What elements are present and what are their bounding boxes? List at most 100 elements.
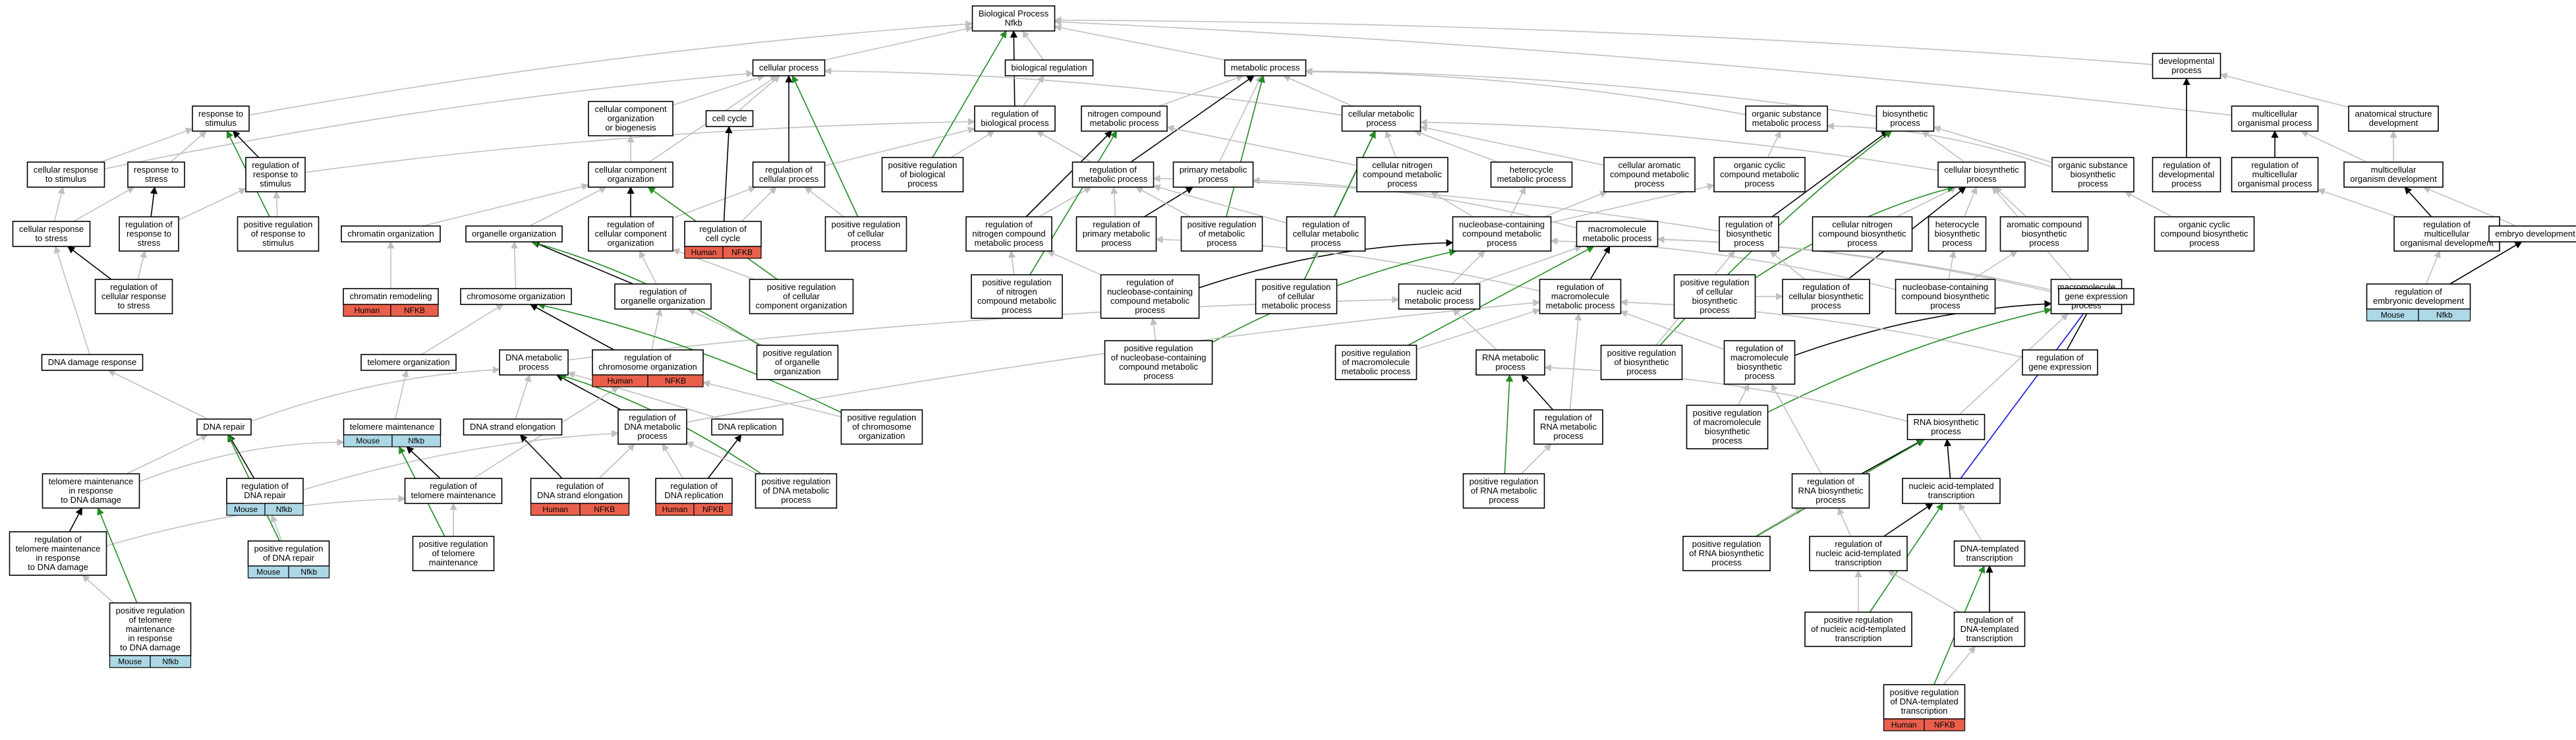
- term-label-line: process: [2189, 238, 2219, 248]
- term-label-line: cellular biosynthetic: [1789, 291, 1864, 301]
- term-label-line: transcription: [1966, 553, 2013, 563]
- edge-gray: [2425, 250, 2441, 285]
- edge-gray: [1022, 30, 1045, 61]
- term-box: [1809, 536, 1908, 571]
- term-label-line: regulation of: [1089, 165, 1137, 175]
- edge-gray: [1958, 503, 1983, 542]
- term-label-line: or biogenesis: [605, 123, 656, 132]
- edge-gray: [687, 308, 763, 346]
- edge-green: [932, 30, 1007, 158]
- term-label-line: regulation of: [2423, 219, 2471, 229]
- term-box: [1075, 216, 1157, 252]
- term-label-line: metabolic process: [1405, 296, 1474, 306]
- term-box: [1673, 274, 1756, 319]
- term-label-line: of biosynthetic: [1614, 357, 1669, 367]
- term-label-line: metabolic process: [1262, 300, 1331, 310]
- edge-black: [406, 446, 441, 479]
- term-label-line: regulation of: [1545, 413, 1592, 422]
- edge-green: [1767, 307, 2052, 413]
- term-label-line: process: [1734, 238, 1764, 248]
- edge-gray: [1948, 250, 1957, 280]
- term-box: [1600, 345, 1683, 380]
- term-box: [1895, 279, 1996, 314]
- term-label-line: compound metabolic: [1363, 169, 1442, 179]
- term-label-line: organelle organization: [621, 296, 705, 306]
- term-box: [1812, 216, 1913, 252]
- term-label-line: telomere maintenance: [411, 490, 496, 500]
- term-box: [42, 473, 140, 509]
- term-label-line: multicellular: [2252, 169, 2298, 179]
- term-box: [971, 274, 1063, 319]
- term-label-line: organization: [608, 113, 654, 123]
- term-label-line: nitrogen compound: [1087, 109, 1160, 119]
- term-box: [247, 540, 330, 567]
- term-box: [1804, 612, 1912, 647]
- term-box: [2051, 157, 2134, 192]
- term-label-line: regulation of: [1736, 343, 1783, 353]
- term-label-line: nitrogen compound: [972, 229, 1045, 239]
- term-box: [1906, 414, 1986, 440]
- term-label-line: organismal development: [2400, 238, 2494, 248]
- term-label-line: process: [1487, 238, 1517, 248]
- species-tag-label: Nfkb: [408, 436, 424, 445]
- term-label-line: nucleobase-containing: [1107, 287, 1193, 297]
- term-label-line: process: [1311, 238, 1341, 248]
- term-label-line: biosynthetic: [1883, 109, 1928, 119]
- term-label-line: cellular response: [34, 165, 98, 175]
- term-box: [343, 418, 442, 436]
- term-node-rnccmp: regulation ofnucleobase-containingcompou…: [1100, 274, 1200, 319]
- species-tag-label: Human: [691, 248, 717, 257]
- term-box: [2022, 349, 2098, 376]
- term-box: [711, 418, 784, 436]
- term-label-line: regulation of: [2251, 160, 2299, 170]
- edge-gray: [1620, 310, 1725, 351]
- term-label-line: regulation of: [1807, 476, 1854, 486]
- edge-gray: [2124, 191, 2173, 217]
- edge-gray: [1544, 190, 1608, 217]
- term-label-line: process: [1847, 238, 1877, 248]
- term-label-line: nucleobase-containing: [1903, 282, 1988, 292]
- edge-gray: [1837, 507, 1852, 537]
- term-label-line: of organelle: [775, 357, 820, 367]
- term-label-line: process: [1744, 179, 1775, 188]
- term-label-line: organismal process: [2238, 118, 2312, 128]
- term-label-line: stimulus: [260, 179, 291, 188]
- term-box: [1576, 221, 1659, 247]
- term-box: [1398, 283, 1481, 310]
- term-label-line: metabolic process: [1079, 174, 1148, 184]
- species-tag-nfkb: NFKB: [647, 374, 704, 387]
- term-node-telomere-org: telomere organization: [360, 354, 457, 371]
- term-label-line: transcription: [1835, 633, 1882, 643]
- edge-black: [67, 246, 112, 280]
- term-label-line: RNA metabolic: [1540, 422, 1597, 432]
- term-label-line: positive regulation: [1680, 277, 1750, 287]
- term-label-line: cellular response: [101, 291, 166, 301]
- term-label-line: regulation of: [1966, 615, 2013, 625]
- term-box: [1224, 59, 1307, 76]
- term-label-line: cell cycle: [706, 233, 741, 243]
- term-node-cellular-process: cellular process: [752, 59, 826, 76]
- term-label-line: metabolic process: [1497, 174, 1566, 184]
- species-tag-human: Human: [655, 503, 695, 516]
- term-box: [1452, 216, 1552, 252]
- term-label-line: DNA-templated: [1961, 624, 2019, 634]
- term-label-line: organization: [608, 174, 654, 184]
- term-box: [1791, 473, 1870, 509]
- term-label-line: regulation of: [639, 287, 687, 297]
- term-label-line: regulation of: [670, 481, 718, 491]
- term-box: [119, 216, 179, 252]
